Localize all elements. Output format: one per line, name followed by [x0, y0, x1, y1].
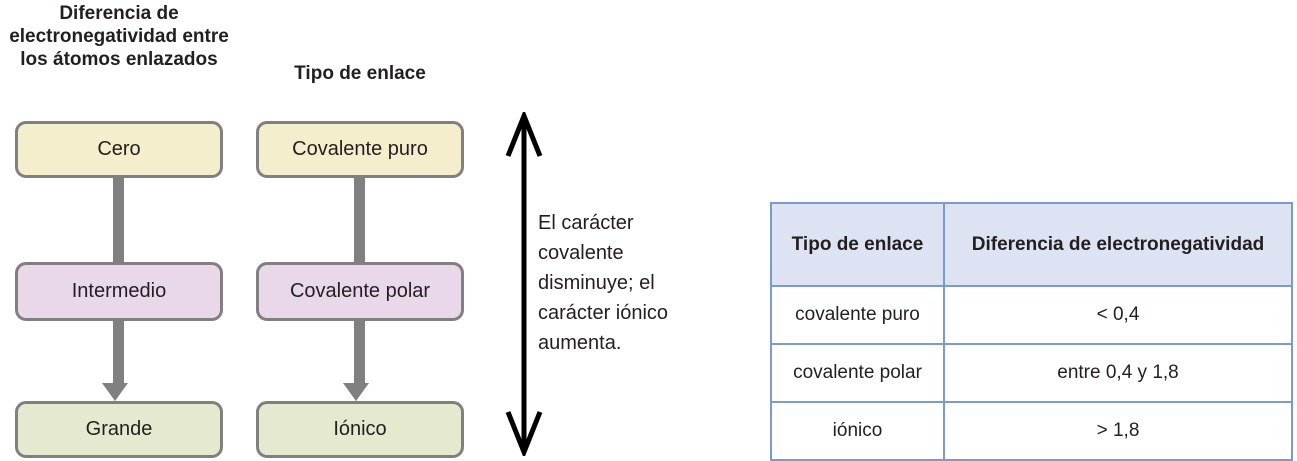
connector-line [354, 172, 365, 268]
table-row: covalente puro < 0,4 [770, 285, 1293, 345]
table-cell-tipo: iónico [770, 401, 945, 461]
table-row: covalente polar entre 0,4 y 1,8 [770, 343, 1293, 403]
connector-line [354, 315, 365, 383]
table-cell-diferencia: < 0,4 [943, 285, 1293, 345]
column-header-electronegativity-difference: Diferencia de electronegatividad entre l… [9, 3, 229, 70]
table-cell-tipo: covalente puro [770, 285, 945, 345]
flow-box-covalente-polar: Covalente polar [256, 262, 464, 321]
table-header-diferencia-de-electronegatividad: Diferencia de electronegatividad [943, 202, 1293, 287]
table-header-row: Tipo de enlace Diferencia de electronega… [770, 202, 1293, 287]
flow-box-covalente-puro: Covalente puro [256, 121, 464, 178]
flow-box-cero: Cero [15, 121, 223, 178]
connector-line [113, 315, 124, 383]
table-cell-diferencia: > 1,8 [943, 401, 1293, 461]
arrow-caption-text: El carácter covalente disminuye; el cará… [538, 212, 669, 354]
table-header-tipo-de-enlace: Tipo de enlace [770, 202, 945, 287]
flow-box-intermedio: Intermedio [15, 262, 223, 321]
column-header-bond-type: Tipo de enlace [294, 63, 426, 84]
flow-box-ionico: Iónico [256, 401, 464, 458]
table-cell-diferencia: entre 0,4 y 1,8 [943, 343, 1293, 403]
arrowhead-down-icon [102, 383, 128, 401]
bond-type-table: Tipo de enlace Diferencia de electronega… [770, 202, 1293, 461]
table-row: iónico > 1,8 [770, 401, 1293, 461]
connector-line [113, 172, 124, 268]
table-cell-tipo: covalente polar [770, 343, 945, 403]
flow-box-grande: Grande [15, 401, 223, 458]
double-headed-vertical-arrow-icon [505, 112, 543, 456]
arrowhead-down-icon [343, 383, 369, 401]
